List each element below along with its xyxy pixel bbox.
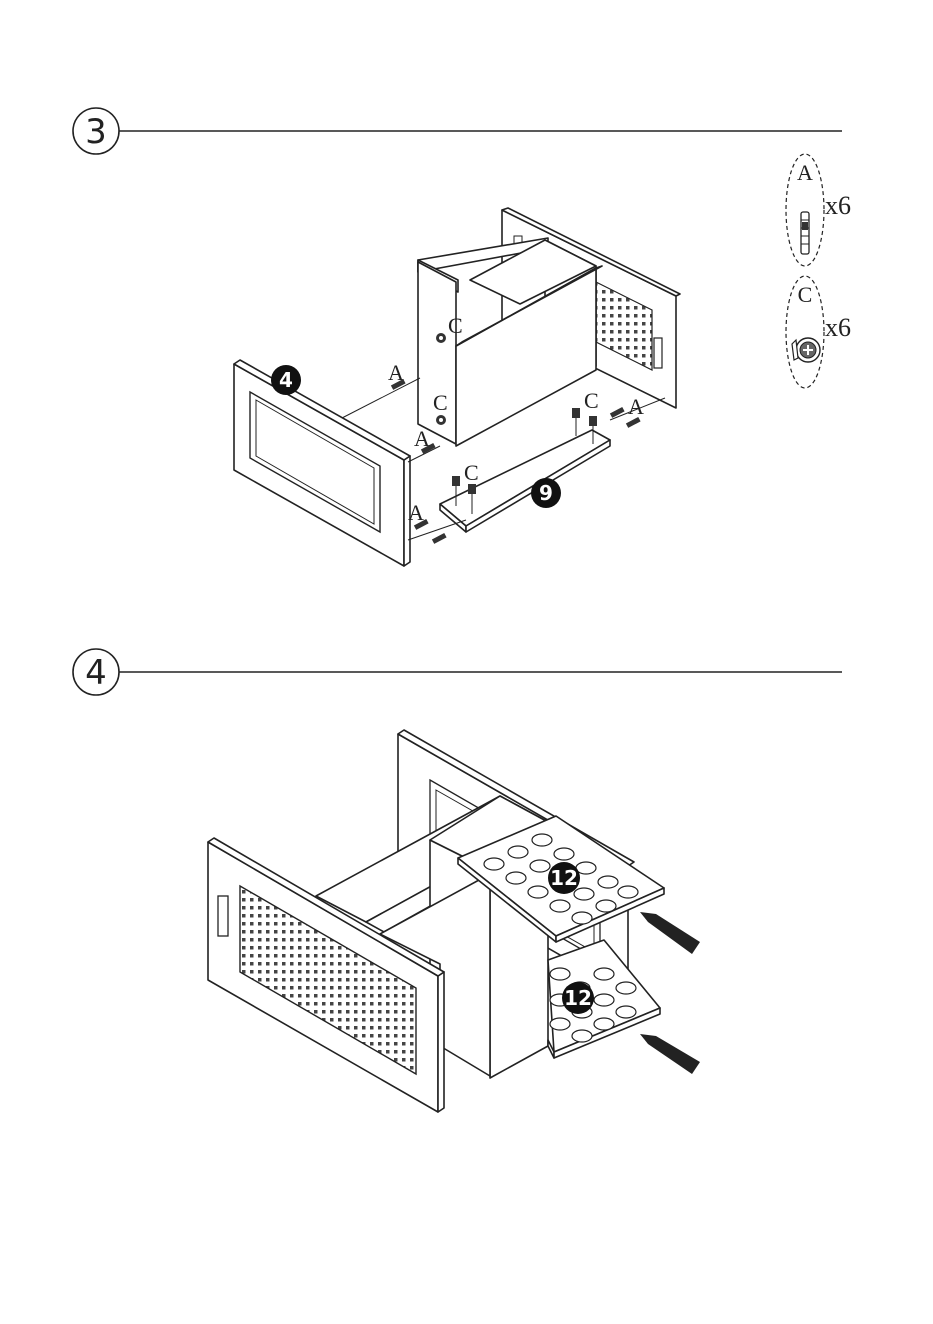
insert-arrow-top: [640, 912, 700, 954]
label-a-2: A: [414, 426, 430, 451]
step-3-header: 3: [73, 108, 842, 154]
step-3-number: 3: [85, 112, 107, 152]
step-4-number: 4: [85, 653, 107, 693]
label-c-3: C: [584, 388, 599, 413]
part-a-letter: A: [797, 160, 813, 185]
label-c-4: C: [464, 460, 479, 485]
part-c-item: C x6: [786, 276, 851, 388]
dowel-icon: [801, 212, 809, 254]
label-a-1: A: [388, 360, 404, 385]
callout-panel-9: 9: [531, 478, 561, 508]
callout-shelf-12-top: 12: [548, 862, 580, 894]
cam-lock-icon: [792, 338, 820, 362]
callout-panel-4-text: 4: [279, 368, 293, 392]
callout-panel-9-text: 9: [539, 481, 553, 505]
callout-shelf-12-bottom: 12: [562, 982, 594, 1014]
part-c-qty: x6: [825, 313, 851, 342]
cam-lock-c2: [436, 415, 446, 425]
step-3-illustration: C C C C A A A A 4 9: [234, 208, 680, 566]
callout-shelf-12-top-text: 12: [550, 866, 578, 890]
cam-lock-c1: [436, 333, 446, 343]
label-a-3: A: [408, 500, 424, 525]
step-4-illustration: 12 12: [208, 730, 700, 1112]
part-a-item: A x6: [786, 154, 851, 266]
parts-legend: A x6 C x6: [786, 154, 851, 388]
insert-arrow-bottom: [640, 1034, 700, 1074]
label-c-1: C: [448, 313, 463, 338]
callout-panel-4: 4: [271, 365, 301, 395]
door-handle: [218, 896, 228, 936]
label-c-2: C: [433, 390, 448, 415]
part-a-qty: x6: [825, 191, 851, 220]
label-a-4: A: [628, 394, 644, 419]
front-panel: [234, 360, 410, 566]
step-4-header: 4: [73, 649, 842, 695]
part-c-letter: C: [798, 282, 813, 307]
callout-shelf-12-bottom-text: 12: [564, 986, 592, 1010]
